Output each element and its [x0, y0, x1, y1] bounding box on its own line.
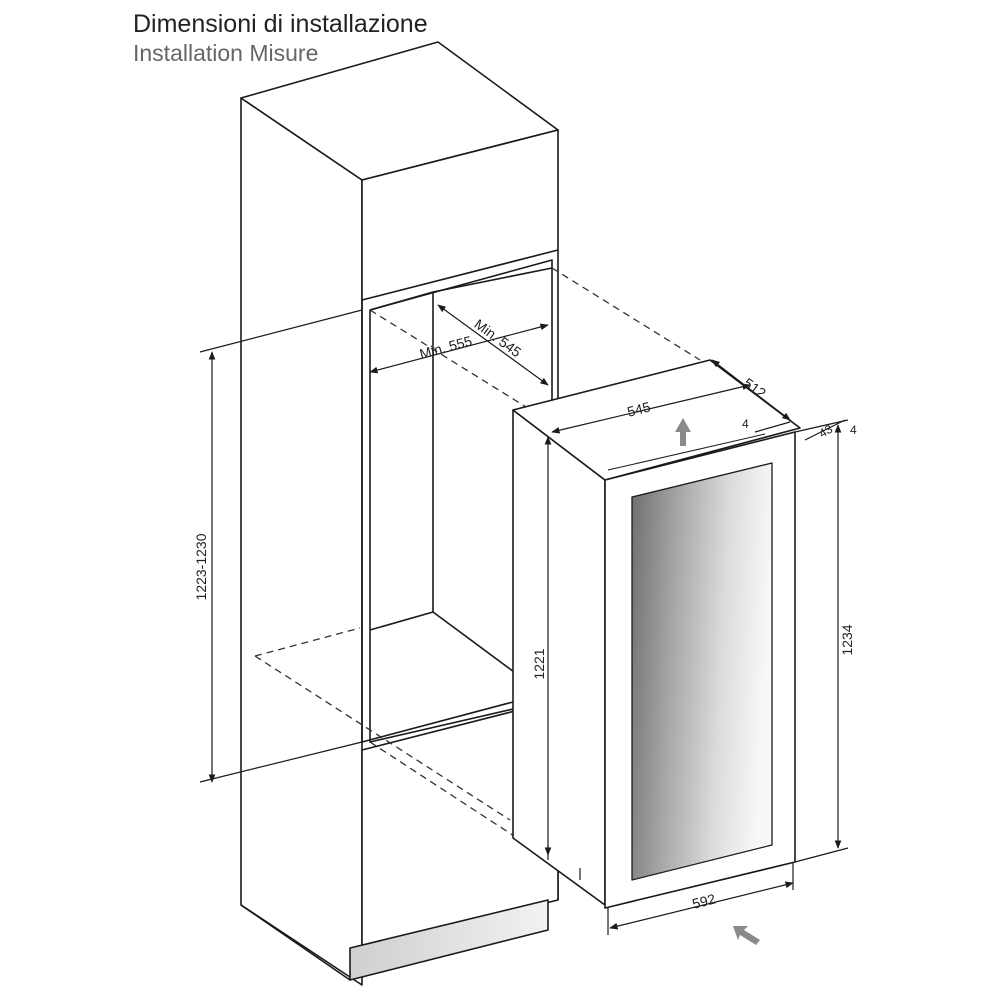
label-total-height: 1234: [839, 624, 855, 655]
tall-cabinet: [240, 41, 559, 986]
dim-door-width: [609, 881, 794, 930]
dimension-lines: [199, 304, 849, 935]
label-gap-4-left: 4: [742, 417, 749, 431]
dim-gap-4-left: [754, 421, 791, 433]
dim-appliance-depth: [711, 359, 791, 421]
cabinet-lower-compartment: [361, 699, 559, 949]
appliance-side-panel: [512, 409, 606, 906]
label-body-height: 1221: [531, 648, 547, 679]
label-gap-4-right: 4: [850, 423, 857, 437]
door-glass-panel: [631, 462, 773, 881]
label-door-width: 592: [691, 891, 718, 912]
diagonal-arrow-icon: [733, 926, 760, 945]
dim-gap-43: [804, 419, 846, 441]
diagram-title: Dimensioni di installazione: [133, 10, 428, 38]
cabinet-side-panel: [240, 97, 363, 986]
cabinet-plinth: [349, 899, 549, 981]
label-niche-height: 1223-1230: [193, 533, 209, 600]
diagram-subtitle: Installation Misure: [133, 40, 319, 66]
wine-cooler-appliance: [512, 359, 801, 909]
label-appliance-width: 545: [626, 399, 653, 420]
label-gap-43: 43: [817, 422, 836, 441]
dim-niche-depth: [437, 304, 549, 386]
